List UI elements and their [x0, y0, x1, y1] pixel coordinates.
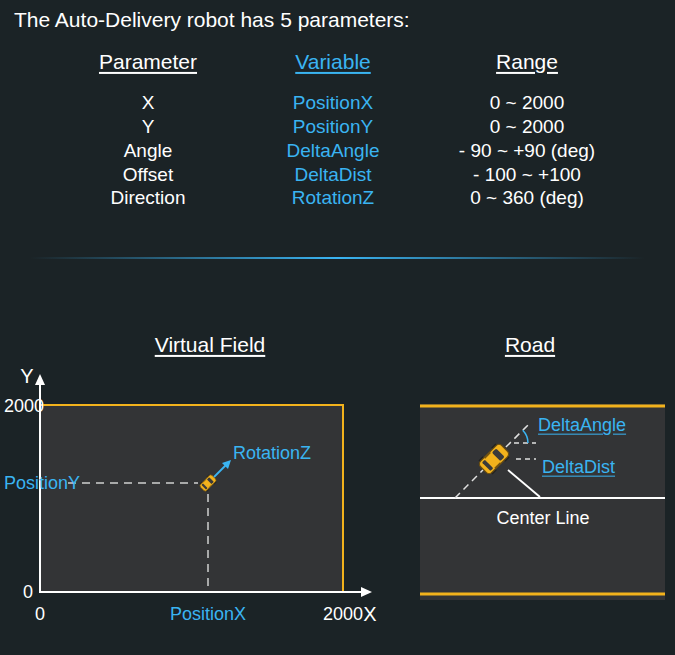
- road-panel: RoadDeltaAngleDeltaDistCenter Line: [420, 404, 665, 600]
- guide-line: [207, 494, 209, 590]
- line-label: Center Line: [496, 508, 589, 529]
- column-header: Range: [496, 50, 558, 74]
- robot-car: [198, 473, 217, 492]
- variable-name: DeltaDist: [542, 457, 615, 478]
- road-edge-line: [420, 593, 665, 596]
- parameter-name: Offset: [123, 164, 173, 186]
- axis-label: X: [363, 603, 376, 626]
- variable-name: DeltaAngle: [538, 415, 626, 436]
- panel-heading: Road: [505, 333, 555, 357]
- range-value: - 100 ~ +100: [473, 164, 581, 186]
- axis-arrowhead: [35, 374, 45, 385]
- variable-name: PositionY: [293, 116, 373, 138]
- title: The Auto-Delivery robot has 5 parameters…: [14, 8, 410, 32]
- column-header: Parameter: [99, 50, 197, 74]
- virtual-field: Virtual FieldRotationZ: [40, 405, 343, 592]
- field-area: [40, 405, 343, 592]
- axis-variable: PositionY: [4, 473, 80, 494]
- x-axis: [39, 591, 362, 593]
- road-area: [420, 404, 665, 600]
- robot-car: [476, 441, 511, 476]
- field-border: [40, 405, 343, 592]
- range-value: 0 ~ 2000: [490, 116, 565, 138]
- axis-tick: 2000: [4, 396, 44, 417]
- guide-line: [68, 482, 198, 484]
- column-header: Variable: [295, 50, 371, 74]
- axis-tick: 0: [23, 582, 33, 603]
- range-value: 0 ~ 360 (deg): [470, 187, 584, 209]
- axis-arrowhead: [361, 587, 372, 597]
- reference-line: [514, 442, 536, 444]
- separator-line: [30, 257, 645, 259]
- offset-reference: [516, 458, 536, 460]
- parameter-name: Y: [142, 116, 155, 138]
- angle-arc: [523, 430, 528, 443]
- axis-label: Y: [20, 365, 33, 388]
- variable-name: RotationZ: [233, 443, 311, 464]
- road-edge-line: [420, 405, 665, 408]
- rotation-arrowhead: [222, 460, 231, 469]
- parameter-name: Angle: [124, 140, 173, 162]
- variable-name: DeltaAngle: [287, 140, 380, 162]
- range-value: 0 ~ 2000: [490, 92, 565, 114]
- offset-line: [508, 470, 540, 497]
- parameter-name: X: [142, 92, 155, 114]
- variable-name: RotationZ: [292, 187, 374, 209]
- variable-name: DeltaDist: [294, 164, 371, 186]
- axis-tick: 2000: [323, 604, 363, 625]
- rotation-arrow: [212, 464, 227, 479]
- variable-name: PositionX: [293, 92, 373, 114]
- axis-tick: 0: [35, 604, 45, 625]
- robot-car: [198, 473, 217, 492]
- robot-car: [476, 441, 511, 476]
- panel-heading: Virtual Field: [155, 333, 266, 357]
- heading-line: [455, 423, 530, 498]
- axis-variable: PositionX: [170, 604, 246, 625]
- parameter-name: Direction: [111, 187, 186, 209]
- range-value: - 90 ~ +90 (deg): [459, 140, 595, 162]
